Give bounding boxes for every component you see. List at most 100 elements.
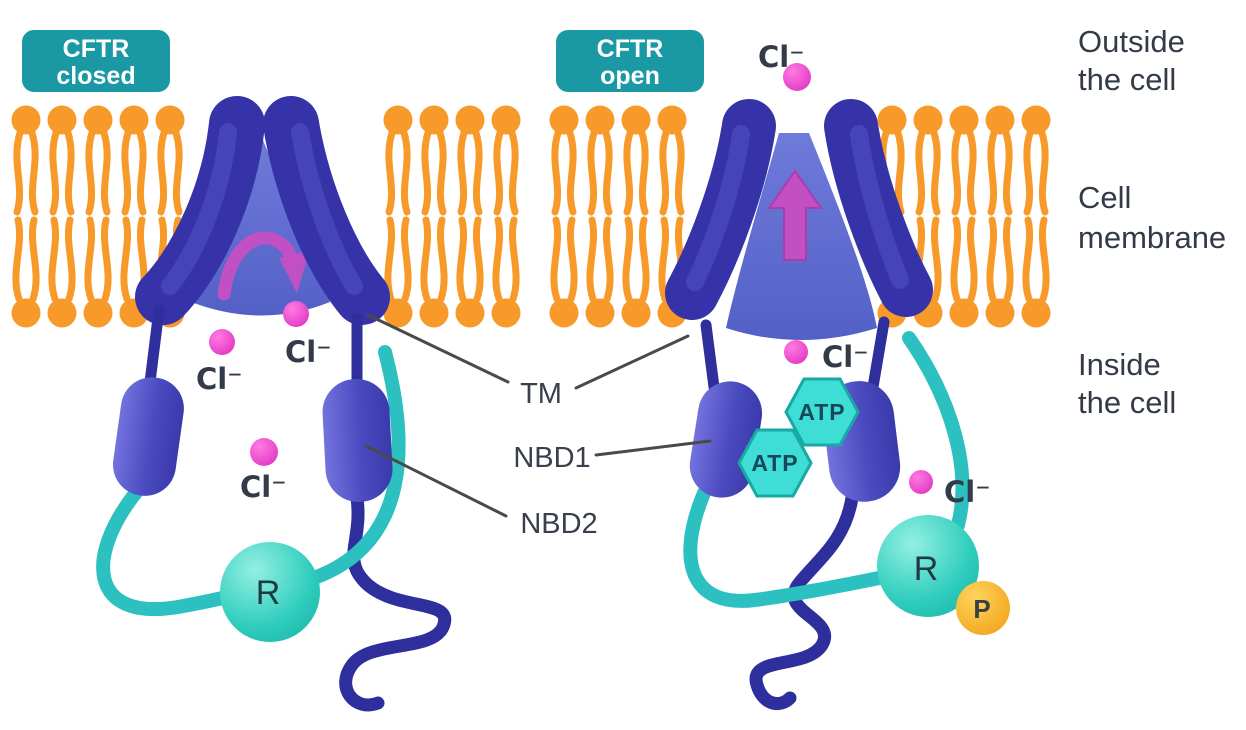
lipid-tail xyxy=(623,129,634,216)
chloride-label: Cl⁻ xyxy=(822,340,869,374)
lipid-tail xyxy=(121,129,132,216)
lipid-tail xyxy=(85,129,96,216)
lipid-tail xyxy=(915,129,926,216)
part-annotations: TM NBD1 NBD2 xyxy=(364,313,712,540)
lipid-tail xyxy=(12,216,24,303)
chloride-ion xyxy=(209,329,235,355)
lipid-head xyxy=(1021,105,1051,135)
tm-highlight xyxy=(850,125,909,289)
r-domain-sphere xyxy=(220,542,320,642)
chloride-ion-outside xyxy=(783,63,811,91)
atp-label: ATP xyxy=(751,450,798,476)
lipid-head xyxy=(47,298,77,328)
nbd1-pill-closed xyxy=(112,377,184,496)
inside-cell-label-line2: the cell xyxy=(1078,385,1176,420)
lipid-head xyxy=(585,105,615,135)
tm-label: TM xyxy=(520,378,562,410)
lipid-head xyxy=(491,105,521,135)
chloride-label: Cl⁻ xyxy=(758,40,805,74)
badge-line1: CFTR xyxy=(597,35,664,63)
nbd2-label: NBD2 xyxy=(520,508,597,540)
lipid-head xyxy=(155,105,185,135)
lipid-tail xyxy=(986,216,998,303)
open-flow-arrow-icon xyxy=(767,169,823,261)
lipid-head xyxy=(985,105,1015,135)
lipid-tail xyxy=(550,216,562,303)
lipid-tail xyxy=(551,129,562,216)
chloride-label: Cl⁻ xyxy=(240,470,287,504)
lipid-tail xyxy=(472,129,483,216)
nbd-stalk xyxy=(143,304,165,396)
atp-hexagon: ATP xyxy=(737,428,813,498)
nbd1-label: NBD1 xyxy=(513,442,590,474)
lipid-head xyxy=(621,298,651,328)
nbd2-pill-closed xyxy=(322,378,393,502)
lipid-tail xyxy=(1023,129,1034,216)
lipid-head xyxy=(913,105,943,135)
regulatory-loop xyxy=(683,486,891,608)
regulatory-loop xyxy=(902,331,970,532)
lipid-head xyxy=(455,105,485,135)
tm-highlight xyxy=(291,123,363,295)
lipid-tail xyxy=(64,216,76,303)
lipid-tail xyxy=(566,129,577,216)
lipid-tail xyxy=(951,129,962,216)
lipid-tail xyxy=(28,129,39,216)
nbd-stalk xyxy=(867,316,890,393)
cftr-closed-badge: CFTR closed xyxy=(22,30,170,92)
lipid-tail xyxy=(987,129,998,216)
lipid-head xyxy=(119,105,149,135)
phosphate-label: P xyxy=(973,594,990,624)
lipid-tail xyxy=(658,216,670,303)
atp-hexagon: ATP xyxy=(784,377,860,447)
nbd-stalk xyxy=(700,319,720,393)
lipid-head xyxy=(419,105,449,135)
tm-connector-right xyxy=(574,334,690,390)
lipid-tail xyxy=(586,216,598,303)
lipid-head xyxy=(83,298,113,328)
tm-connector-left xyxy=(366,313,510,384)
lipid-tail xyxy=(13,129,24,216)
lipid-head xyxy=(949,298,979,328)
lipid-head xyxy=(47,105,77,135)
lipid-tail xyxy=(966,129,977,216)
lipid-tail xyxy=(950,216,962,303)
chloride-ion xyxy=(250,438,278,466)
outside-cell-label-line1: Outside xyxy=(1078,24,1185,59)
lipid-head xyxy=(491,298,521,328)
lipid-tail xyxy=(157,129,168,216)
outside-cell-label-line2: the cell xyxy=(1078,62,1176,97)
lipid-tail xyxy=(508,129,519,216)
lipid-tail xyxy=(638,129,649,216)
chloride-label: Cl⁻ xyxy=(285,335,332,369)
lipid-tail xyxy=(508,216,520,303)
cell-membrane-bilayer xyxy=(11,105,1051,328)
lipid-tail xyxy=(136,129,147,216)
lipid-tail xyxy=(622,216,634,303)
tm-highlight xyxy=(686,125,750,291)
lipid-tail xyxy=(49,129,60,216)
badge-line1: CFTR xyxy=(63,35,130,63)
lipid-head xyxy=(1021,298,1051,328)
lipid-tail xyxy=(100,129,111,216)
cftr-open-badge: CFTR open xyxy=(556,30,704,92)
tm-highlight xyxy=(161,123,237,295)
lipid-tail xyxy=(602,216,614,303)
lipid-tail xyxy=(930,129,941,216)
lipid-tail xyxy=(659,129,670,216)
chloride-label: Cl⁻ xyxy=(196,362,243,396)
lipid-tail xyxy=(1002,129,1013,216)
c-terminus-squiggle xyxy=(749,491,859,711)
lipid-tail xyxy=(493,129,504,216)
phosphate-sphere xyxy=(956,581,1010,635)
lipid-tail xyxy=(172,129,183,216)
lipid-tail xyxy=(400,129,411,216)
lipid-head xyxy=(383,298,413,328)
regulatory-loop xyxy=(301,345,406,587)
cell-membrane-label-line1: Cell xyxy=(1078,180,1131,215)
badge-line2: open xyxy=(600,62,660,90)
lipid-head xyxy=(11,105,41,135)
c-terminus-squiggle xyxy=(339,491,452,712)
lipid-tail xyxy=(1022,216,1034,303)
lipid-head xyxy=(549,105,579,135)
